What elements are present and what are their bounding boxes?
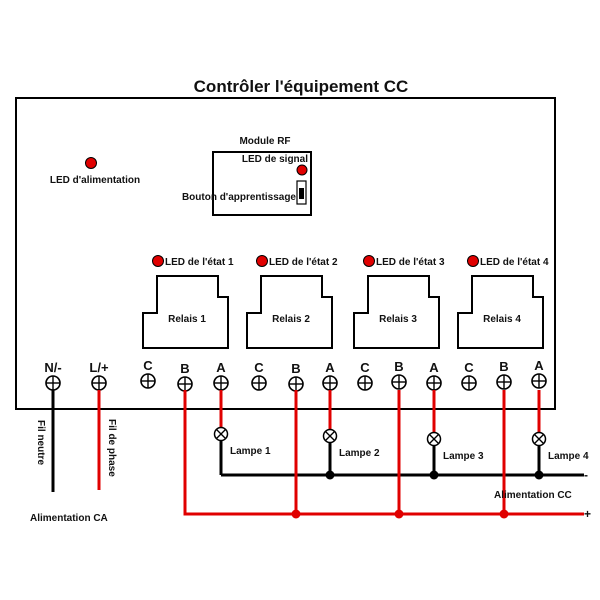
terminal-c-11[interactable]: C [461, 360, 477, 391]
relay-2: LED de l'état 2 Relais 2 [246, 255, 338, 349]
dc-negative-label: - [584, 468, 588, 482]
status-led-label: LED de l'état 4 [480, 257, 549, 268]
terminal-n-0[interactable]: N/- [44, 360, 62, 391]
terminal-b-6[interactable]: B [288, 361, 304, 392]
relay-4: LED de l'état 4 Relais 4 [457, 255, 549, 349]
rf-module [212, 151, 312, 216]
terminal-label: B [499, 359, 508, 374]
terminal-b-9[interactable]: B [391, 359, 407, 390]
lamp-label: Lampe 4 [548, 451, 589, 462]
diagram-title: Contrôler l'équipement CC [194, 77, 409, 96]
lamp-2: Lampe 2 [322, 428, 380, 459]
terminal-c-8[interactable]: C [357, 360, 373, 391]
junction-dot [429, 470, 439, 480]
ac-supply-label: Alimentation CA [30, 513, 108, 524]
junction-dot [394, 509, 404, 519]
terminal-label: A [216, 360, 226, 375]
status-led-icon [152, 255, 164, 267]
terminal-b-12[interactable]: B [496, 359, 512, 390]
neutral-wire-label: Fil neutre [35, 420, 46, 465]
dc-supply-label: Alimentation CC [494, 490, 572, 501]
terminal-c-5[interactable]: C [251, 360, 267, 391]
terminal-label: C [360, 360, 370, 375]
relay-label: Relais 4 [483, 314, 521, 325]
lamp-label: Lampe 2 [339, 448, 380, 459]
learn-button[interactable] [296, 180, 307, 205]
power-led-icon [85, 157, 97, 169]
terminal-label: A [325, 360, 335, 375]
terminal-label: C [464, 360, 474, 375]
lamp-3: Lampe 3 [426, 431, 484, 462]
dc-positive-bus [183, 390, 584, 516]
relay-label: Relais 3 [379, 314, 417, 325]
terminal-label: N/- [44, 360, 61, 375]
phase-wire-label: Fil de phase [106, 419, 117, 477]
terminal-label: A [534, 358, 544, 373]
junction-dot [325, 470, 335, 480]
status-led-label: LED de l'état 3 [376, 257, 445, 268]
terminal-a-13[interactable]: A [531, 358, 547, 389]
status-led-label: LED de l'état 1 [165, 257, 234, 268]
lamp-4: Lampe 4 [531, 431, 589, 462]
status-led-label: LED de l'état 2 [269, 257, 338, 268]
lamp-1: Lampe 1 [213, 426, 271, 457]
junction-dot [499, 509, 509, 519]
relay-label: Relais 1 [168, 314, 206, 325]
lamp-label: Lampe 3 [443, 451, 484, 462]
terminal-label: B [180, 361, 189, 376]
lamp-label: Lampe 1 [230, 446, 271, 457]
terminal-c-2[interactable]: C [140, 358, 156, 389]
learn-button-label: Bouton d'apprentissage [182, 192, 296, 203]
relay-body [353, 275, 440, 349]
rf-module-title: Module RF [239, 136, 290, 147]
relay-body [142, 275, 229, 349]
controller-board [15, 97, 556, 410]
relay-body [246, 275, 333, 349]
signal-led-label: LED de signal [242, 154, 308, 165]
relay-1: LED de l'état 1 Relais 1 [142, 255, 234, 349]
status-led-icon [256, 255, 268, 267]
status-led-icon [467, 255, 479, 267]
relay-label: Relais 2 [272, 314, 310, 325]
terminal-label: L/+ [89, 360, 109, 375]
status-led-icon [363, 255, 375, 267]
terminal-a-4[interactable]: A [213, 360, 229, 391]
junction-dot [291, 509, 301, 519]
relay-body [457, 275, 544, 349]
terminal-label: B [291, 361, 300, 376]
terminal-label: B [394, 359, 403, 374]
terminal-label: C [143, 358, 153, 373]
relay-3: LED de l'état 3 Relais 3 [353, 255, 445, 349]
dc-positive-label: + [584, 507, 591, 521]
terminal-label: A [429, 360, 439, 375]
signal-led-icon [296, 164, 308, 176]
terminal-a-7[interactable]: A [322, 360, 338, 391]
terminal-label: C [254, 360, 264, 375]
power-led-label: LED d'alimentation [50, 175, 140, 186]
junction-dot [534, 470, 544, 480]
